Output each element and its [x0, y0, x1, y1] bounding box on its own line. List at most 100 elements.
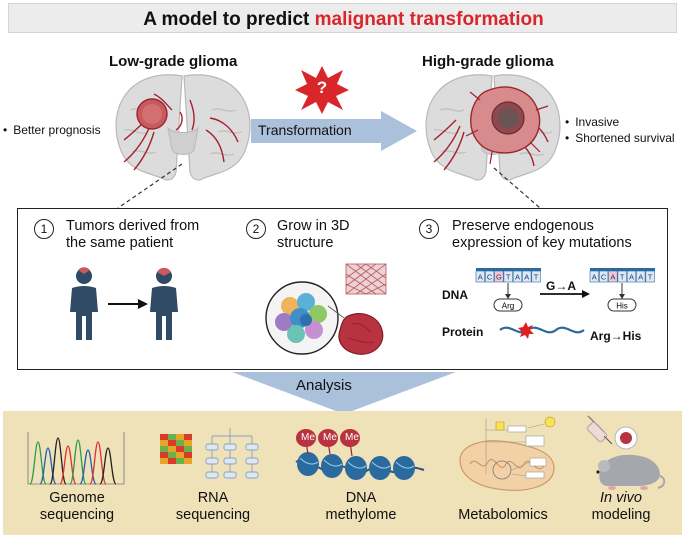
- methyl-tag-2: Me: [323, 432, 337, 443]
- high-grade-bullet-invasive: Invasive: [565, 115, 619, 129]
- dna-label: DNA: [442, 288, 468, 302]
- cell-cluster: [275, 293, 327, 343]
- low-grade-title: Low-grade glioma: [109, 53, 238, 70]
- high-grade-title: High-grade glioma: [422, 53, 554, 70]
- panel-1-number: 1: [34, 219, 54, 239]
- method-rna-label: RNA sequencing: [158, 490, 268, 524]
- method-genome-label: Genome sequencing: [22, 490, 132, 524]
- method-metabolomics-line1: Metabolomics: [458, 507, 548, 523]
- method-metabolomics-label: Metabolomics: [443, 507, 563, 524]
- method-rna-line2: sequencing: [175, 507, 251, 523]
- left-dna-base-box: [475, 270, 485, 283]
- right-dna-base-letter: T: [648, 273, 653, 282]
- right-dna-base-box: [617, 270, 627, 283]
- right-dna-base-box: [645, 270, 655, 283]
- panel-1-heading-line1: Tumors derived from: [66, 218, 200, 234]
- method-rna-line1: RNA: [197, 490, 229, 506]
- methylation-icon: [295, 429, 425, 480]
- right-dna-base-box: [589, 270, 599, 283]
- mouse-model-icon: [586, 415, 666, 490]
- right-dna-base-letter: C: [601, 273, 607, 282]
- panel-2-heading-line2: structure: [277, 235, 334, 251]
- right-aa-text: His: [616, 302, 628, 311]
- right-dna-base-box: [636, 270, 646, 283]
- question-starburst-icon: [295, 66, 349, 114]
- left-dna-base-box: [522, 270, 532, 283]
- method-methylome-line2: methylome: [325, 507, 397, 523]
- method-invivo-label-modeling: modeling: [591, 507, 651, 523]
- right-dna-base-letter: A: [638, 273, 643, 282]
- blood-vessels: [123, 93, 239, 171]
- title-bar: A model to predict malignant transformat…: [8, 3, 677, 33]
- right-dna-base-box: [598, 270, 609, 283]
- high-grade-bullet-survival: Shortened survival: [565, 131, 674, 145]
- methyl-tags: [296, 429, 360, 457]
- left-dna-base-box: [531, 270, 541, 283]
- low-grade-brain-illustration: [115, 74, 251, 181]
- organoid-3d-illustration: [265, 263, 387, 355]
- panel-3-heading: Preserve endogenous expression of key mu…: [452, 218, 632, 252]
- left-dna-base-box: [503, 270, 513, 283]
- right-aa-pill: [607, 298, 637, 312]
- high-grade-brain-illustration: [425, 74, 561, 181]
- protein-label: Protein: [442, 325, 484, 339]
- method-genome-line2: sequencing: [39, 507, 115, 523]
- panel-3-heading-line1: Preserve endogenous: [452, 218, 594, 234]
- left-aa-pill: [493, 298, 523, 312]
- right-dna-base-letter: T: [620, 273, 625, 282]
- heatmap-tree-icon: [160, 428, 259, 479]
- syringe-icon: [586, 415, 613, 445]
- left-dna-base-letter: C: [487, 273, 493, 282]
- mutation-burst-icon: [518, 322, 534, 339]
- low-grade-bullet: Better prognosis: [3, 123, 100, 137]
- panel-1-heading-line2: the same patient: [66, 235, 174, 251]
- aa-change-label: Arg→His: [590, 329, 642, 343]
- left-dna-base-letter: G: [496, 273, 502, 282]
- analysis-label: Analysis: [296, 377, 352, 394]
- right-dna-base-box: [626, 270, 637, 283]
- left-dna-base-letter: A: [524, 273, 529, 282]
- panel-1-heading: Tumors derived from the same patient: [66, 218, 199, 252]
- brain-midline: [167, 126, 199, 155]
- person-icon-left: [70, 268, 98, 340]
- dna-backbone-left: [476, 268, 541, 271]
- dna-backbone-right: [590, 268, 655, 271]
- panel-2-number: 2: [246, 219, 266, 239]
- base-change-label: G→A: [546, 279, 576, 293]
- methyl-tag-1: Me: [301, 432, 315, 443]
- nucleosomes: [297, 452, 415, 480]
- tumor-organoid: [338, 313, 384, 355]
- methyl-tag-3: Me: [345, 432, 359, 443]
- mutation-arrow: [582, 290, 590, 298]
- right-dna-base-letter: A: [629, 273, 634, 282]
- panel-2-heading-line1: Grow in 3D: [277, 218, 350, 234]
- left-dna-base-letter: T: [534, 273, 539, 282]
- method-methylome-line1: DNA: [345, 490, 377, 506]
- patient-derived-illustration: [70, 267, 178, 340]
- method-genome-line1: Genome: [49, 490, 105, 506]
- protein-strand: [499, 326, 585, 334]
- right-dna-base-letter: A: [592, 273, 597, 282]
- left-dna-base-letter: A: [478, 273, 483, 282]
- title-highlight: malignant transformation: [314, 9, 544, 30]
- method-methylome-label: DNA methylome: [306, 490, 416, 524]
- pathway-tree: [205, 428, 259, 479]
- panel-3-heading-line2: expression of key mutations: [452, 235, 632, 251]
- question-mark: ?: [316, 78, 328, 97]
- left-dna-base-box: [512, 270, 523, 283]
- tumor-marker-left: [78, 267, 90, 274]
- left-dna-base-letter: A: [515, 273, 520, 282]
- panel-2-heading: Grow in 3D structure: [277, 218, 350, 252]
- mouse-icon: [596, 454, 666, 490]
- mitochondria-pathway-icon: [459, 416, 556, 491]
- transformation-arrow: [251, 111, 417, 151]
- analysis-arrow: [232, 372, 456, 414]
- page-title: A model to predict malignant transformat…: [9, 9, 678, 31]
- scaffold-mesh: [345, 263, 387, 295]
- left-dna-base-box: [484, 270, 495, 283]
- right-dna-base-box: [608, 270, 618, 283]
